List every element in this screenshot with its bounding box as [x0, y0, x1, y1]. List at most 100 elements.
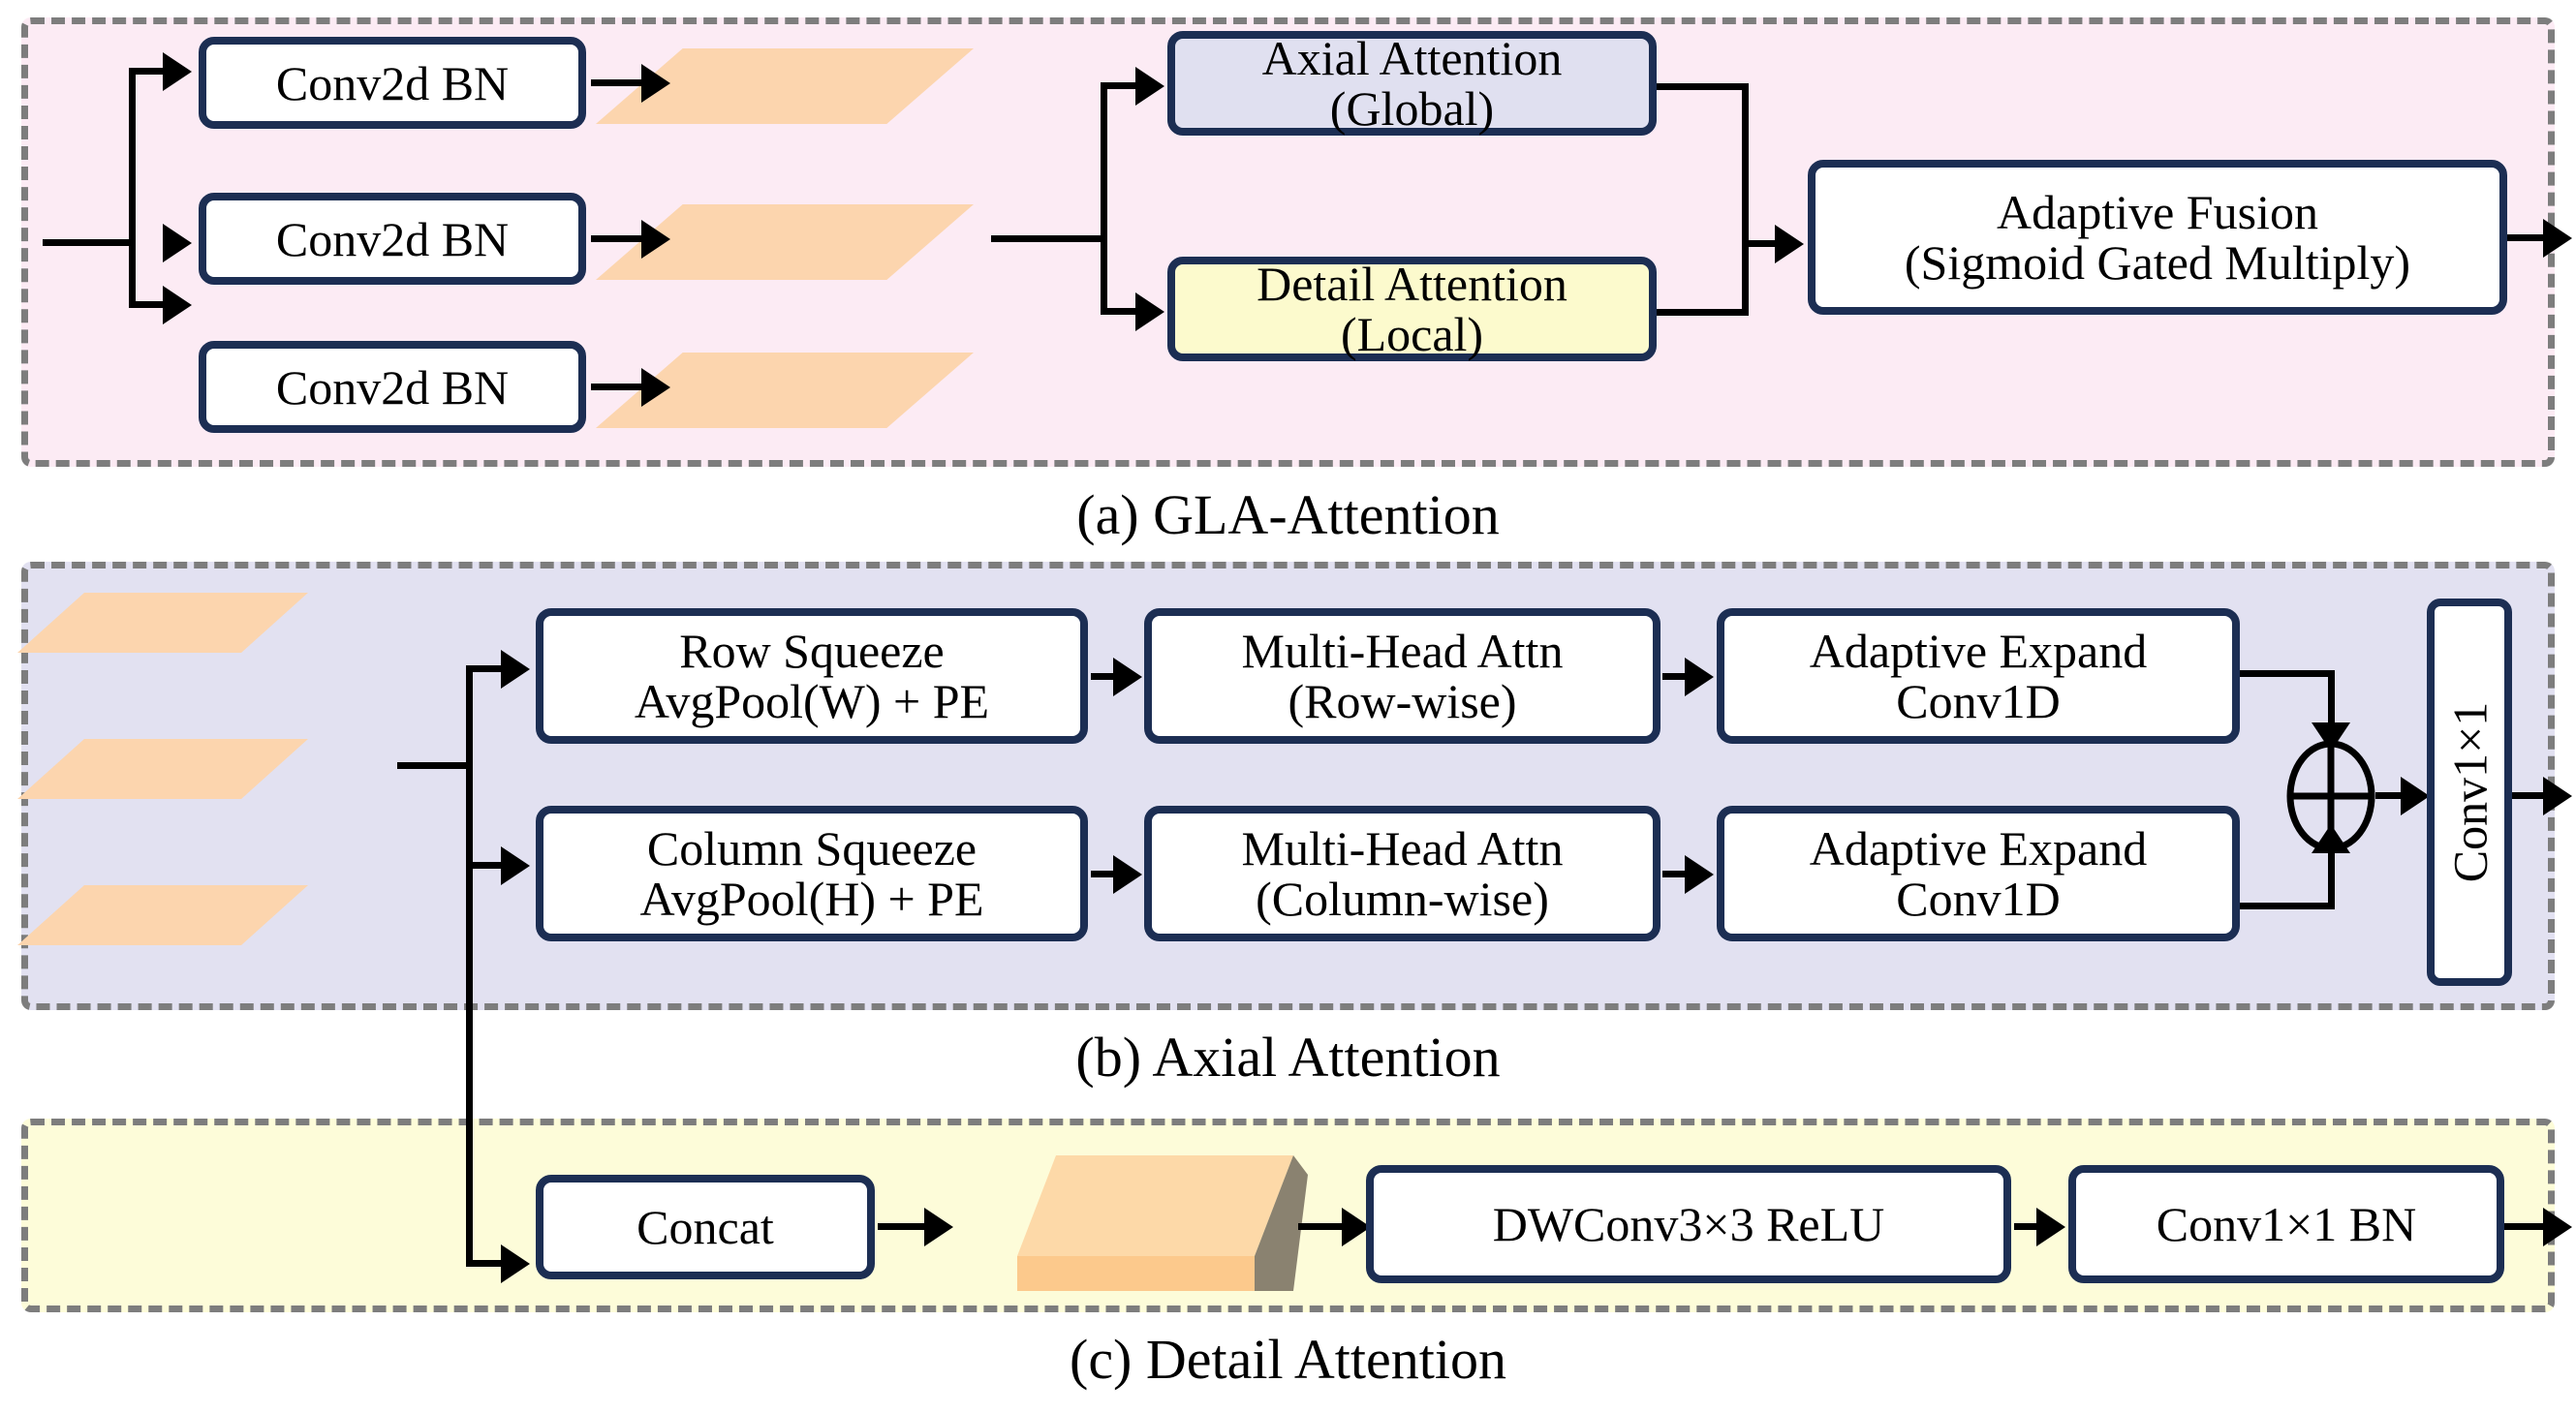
adaptive-expand-column-line2: Conv1D	[1896, 872, 2061, 926]
line-local-out	[1657, 309, 1749, 316]
line-maps-to-split-a	[991, 235, 1107, 242]
branch-line-a-bottom	[129, 301, 175, 308]
line-conv2-to-map2	[591, 235, 649, 242]
arrow-colsqueeze-to-mha	[1113, 855, 1142, 894]
line-colsqueeze-to-mha	[1091, 871, 1133, 877]
multihead-attn-column-line1: Multi-Head Attn	[1241, 821, 1564, 875]
caption-panel-b: (b) Axial Attention	[1075, 1026, 1501, 1089]
arrow-rowsqueeze-to-mha	[1113, 658, 1142, 696]
line-split-to-row-squeeze	[466, 665, 512, 672]
line-mha-col-to-expand	[1662, 871, 1705, 877]
conv1x1-output-box[interactable]: Conv1×1	[2427, 599, 2512, 986]
conv2d-bn-label-1: Conv2d BN	[275, 55, 510, 110]
merge-vertical-a	[1742, 83, 1749, 316]
arrow-to-concat	[501, 1244, 530, 1283]
detail-attention-local-line2: (Local)	[1340, 307, 1484, 361]
concatenated-feature-volume	[1017, 1155, 1308, 1291]
conv1x1-bn-label: Conv1×1 BN	[2156, 1197, 2417, 1251]
adaptive-expand-row-line1: Adaptive Expand	[1809, 624, 2148, 678]
multihead-attn-column-line2: (Column-wise)	[1256, 872, 1549, 926]
adaptive-fusion-line1: Adaptive Fusion	[1997, 185, 2318, 239]
conv1x1-output-label: Conv1×1	[2442, 701, 2497, 883]
arrow-mha-col-to-expand	[1685, 855, 1714, 894]
conv2d-bn-box-1[interactable]: Conv2d BN	[199, 37, 586, 129]
dwconv-relu-box[interactable]: DWConv3×3 ReLU	[1366, 1165, 2011, 1283]
input-line-a	[43, 239, 136, 246]
line-oplus-to-conv1x1	[2375, 792, 2422, 799]
adaptive-expand-column-box[interactable]: Adaptive Expand Conv1D	[1717, 806, 2240, 941]
column-squeeze-line2: AvgPool(H) + PE	[639, 872, 984, 926]
line-conv1-to-map1	[591, 79, 649, 86]
vline-oplus-bottom	[2328, 845, 2335, 905]
line-conv3-to-map3	[591, 384, 649, 390]
conv1x1-bn-box[interactable]: Conv1×1 BN	[2068, 1165, 2504, 1283]
column-squeeze-line1: Column Squeeze	[646, 821, 978, 875]
row-squeeze-line2: AvgPool(W) + PE	[634, 674, 990, 728]
arrow-to-column-squeeze	[501, 846, 530, 885]
conv2d-bn-box-3[interactable]: Conv2d BN	[199, 341, 586, 433]
line-split-to-global	[1101, 82, 1147, 89]
line-rowsqueeze-to-mha	[1091, 673, 1133, 680]
arrow-panel-a-output	[2543, 219, 2572, 258]
line-panel-a-output	[2507, 234, 2558, 241]
axial-attention-global-line1: Axial Attention	[1261, 31, 1563, 85]
multihead-attn-row-box[interactable]: Multi-Head Attn (Row-wise)	[1144, 608, 1660, 744]
dwconv-relu-label: DWConv3×3 ReLU	[1492, 1197, 1885, 1251]
arrow-conv1-to-map1	[641, 64, 670, 103]
input-branch-vertical-a	[129, 68, 136, 308]
detail-attention-local-box[interactable]: Detail Attention (Local)	[1167, 257, 1657, 361]
arrow-conv3-to-map3	[641, 368, 670, 407]
multihead-attn-row-line1: Multi-Head Attn	[1241, 624, 1564, 678]
line-volume-to-dwconv	[1298, 1223, 1352, 1230]
arrow-panel-c-output	[2543, 1208, 2572, 1246]
line-split-to-col-squeeze	[466, 862, 512, 869]
concat-box[interactable]: Concat	[536, 1175, 875, 1279]
vline-oplus-top	[2328, 670, 2335, 730]
conv2d-bn-label-3: Conv2d BN	[275, 359, 510, 415]
axial-attention-global-box[interactable]: Axial Attention (Global)	[1167, 31, 1657, 136]
row-squeeze-box[interactable]: Row Squeeze AvgPool(W) + PE	[536, 608, 1088, 744]
adaptive-expand-column-line1: Adaptive Expand	[1809, 821, 2148, 875]
branch-line-a-top	[129, 68, 175, 75]
arrow-to-adaptive-fusion	[1775, 225, 1804, 263]
row-squeeze-line1: Row Squeeze	[679, 624, 945, 678]
split-vertical-b	[466, 665, 473, 1267]
arrow-mha-row-to-expand	[1685, 658, 1714, 696]
conv2d-bn-label-2: Conv2d BN	[275, 211, 510, 266]
arrow-to-conv-3	[163, 286, 192, 324]
arrow-conv2-to-map2	[641, 220, 670, 259]
caption-panel-a: (a) GLA-Attention	[1076, 483, 1500, 546]
split-vertical-a	[1101, 82, 1107, 315]
detail-attention-local-line1: Detail Attention	[1257, 257, 1567, 311]
multihead-attn-row-line2: (Row-wise)	[1288, 674, 1517, 728]
arrow-to-detail-attention	[1135, 292, 1164, 331]
line-expand-row-out	[2238, 670, 2335, 677]
column-squeeze-box[interactable]: Column Squeeze AvgPool(H) + PE	[536, 806, 1088, 941]
line-merge-to-fusion	[1742, 240, 1786, 247]
adaptive-expand-row-line2: Conv1D	[1896, 674, 2061, 728]
caption-panel-c: (c) Detail Attention	[1070, 1328, 1506, 1391]
adaptive-expand-row-box[interactable]: Adaptive Expand Conv1D	[1717, 608, 2240, 744]
adaptive-fusion-box[interactable]: Adaptive Fusion (Sigmoid Gated Multiply)	[1808, 160, 2507, 315]
line-global-out	[1657, 83, 1749, 90]
arrow-dwconv-to-conv	[2036, 1208, 2065, 1246]
line-split-to-local	[1101, 308, 1147, 315]
multihead-attn-column-box[interactable]: Multi-Head Attn (Column-wise)	[1144, 806, 1660, 941]
line-panel-c-output	[2504, 1223, 2558, 1230]
arrow-panel-b-output	[2543, 777, 2572, 815]
line-panel-b-output	[2511, 792, 2558, 799]
arrow-to-conv-1	[163, 52, 192, 91]
arrow-to-conv-2	[163, 224, 192, 262]
line-split-to-concat	[466, 1260, 512, 1267]
element-wise-addition-icon	[2286, 740, 2375, 852]
line-maps-to-split-b	[397, 762, 473, 769]
arrow-to-axial-attention	[1135, 67, 1164, 106]
adaptive-fusion-line2: (Sigmoid Gated Multiply)	[1904, 235, 2411, 290]
arrow-oplus-to-conv1x1	[2401, 777, 2430, 815]
arrow-concat-to-volume	[924, 1208, 953, 1246]
conv2d-bn-box-2[interactable]: Conv2d BN	[199, 193, 586, 285]
axial-attention-global-line2: (Global)	[1329, 81, 1495, 136]
line-concat-to-volume	[878, 1223, 932, 1230]
line-dwconv-to-conv	[2014, 1223, 2057, 1230]
